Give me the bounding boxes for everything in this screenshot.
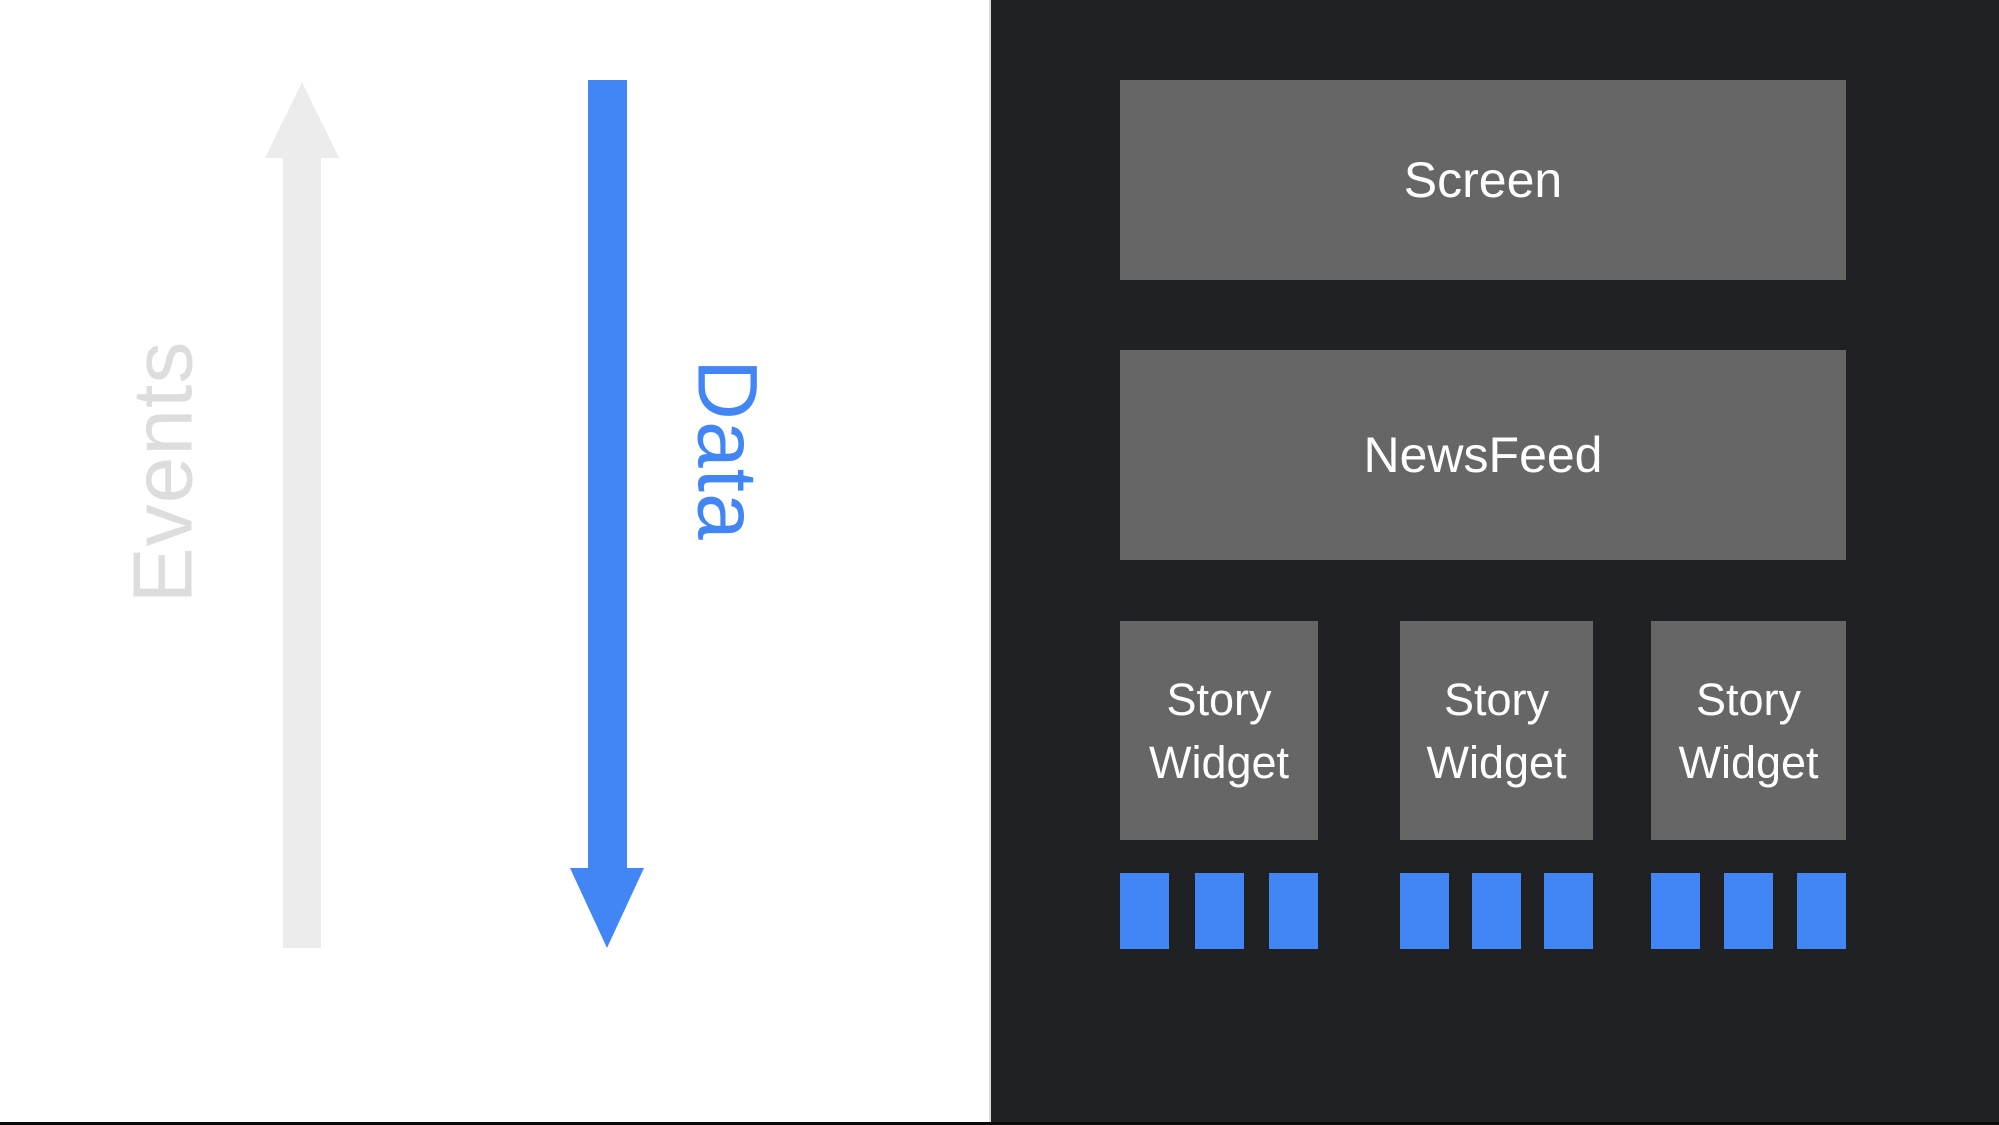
- panel-divider: [989, 0, 991, 1125]
- story-widget-label: Story Widget: [1148, 673, 1290, 788]
- bottom-border-bar: [0, 1122, 1999, 1125]
- data-arrow-shaft: [587, 80, 627, 868]
- data-square: [1269, 873, 1318, 949]
- data-square: [1120, 873, 1169, 949]
- newsfeed-node: NewsFeed: [1120, 350, 1846, 560]
- story-data-squares: [1120, 873, 1318, 949]
- data-square: [1194, 873, 1244, 949]
- data-square: [1651, 873, 1700, 949]
- events-arrow-head: [265, 82, 339, 158]
- data-arrow-head: [570, 868, 644, 948]
- events-up-arrow-icon: [265, 82, 339, 948]
- widget-tree-panel: Screen NewsFeed Story Widget Story Widge…: [991, 0, 1999, 1125]
- story-widget-label: Story Widget: [1678, 673, 1819, 788]
- data-flow-label: Data: [680, 359, 775, 541]
- screen-node: Screen: [1120, 80, 1846, 280]
- data-down-arrow-icon: [570, 80, 644, 948]
- story-widget-label: Story Widget: [1426, 673, 1567, 788]
- story-widget-node: Story Widget: [1651, 621, 1846, 840]
- data-square: [1400, 873, 1449, 949]
- story-widget-node: Story Widget: [1400, 621, 1593, 840]
- data-square: [1724, 873, 1773, 949]
- story-widget-column: Story Widget: [1400, 621, 1593, 949]
- events-flow-label: Events: [115, 340, 210, 604]
- data-square: [1544, 873, 1593, 949]
- data-square: [1797, 873, 1846, 949]
- story-widget-column: Story Widget: [1651, 621, 1846, 949]
- story-widget-node: Story Widget: [1120, 621, 1318, 840]
- screen-node-label: Screen: [1403, 152, 1563, 208]
- newsfeed-node-label: NewsFeed: [1363, 427, 1603, 483]
- data-square: [1472, 873, 1521, 949]
- story-data-squares: [1400, 873, 1593, 949]
- story-widget-column: Story Widget: [1120, 621, 1318, 949]
- story-data-squares: [1651, 873, 1846, 949]
- events-arrow-shaft: [283, 158, 321, 948]
